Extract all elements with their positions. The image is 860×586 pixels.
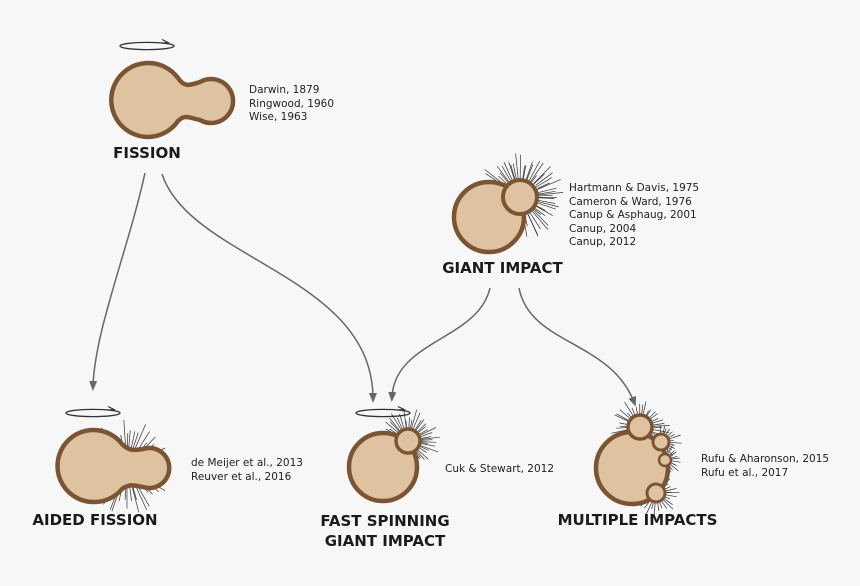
rotation-arrow-icon <box>119 39 175 51</box>
spike-line <box>624 401 635 419</box>
spike-line <box>664 486 671 490</box>
fast-spinning-title: FAST SPINNING GIANT IMPACT <box>305 511 465 551</box>
spike-line <box>614 414 630 423</box>
reference: de Meijer et al., 2013 <box>191 457 303 469</box>
spike-line <box>526 212 538 235</box>
spike-line <box>668 463 679 472</box>
reference: Cameron & Ward, 1976 <box>569 195 692 208</box>
giant-impact-title: GIANT IMPACT <box>425 258 580 278</box>
edge-giant-impact-to-multiple-impacts <box>518 287 636 407</box>
spike-line <box>668 434 681 440</box>
spike-line <box>662 426 666 434</box>
spike-line <box>522 165 525 180</box>
rotation-arrow-icon <box>65 406 121 418</box>
edge-fission-to-fast-spinning <box>161 173 377 403</box>
spike-line <box>396 417 404 431</box>
spike-line <box>529 207 549 230</box>
multiple-impacts-references: Rufu & Aharonson, 2015 Rufu et al., 2017 <box>701 453 829 480</box>
spike-line <box>649 413 658 420</box>
giant-impact-planet-icon <box>451 153 564 255</box>
spike-line <box>515 153 519 182</box>
reference: Canup, 2004 <box>569 222 637 235</box>
spike-line <box>537 182 550 189</box>
fast-spinning-references: Cuk & Stewart, 2012 <box>445 463 554 477</box>
spike-line <box>533 179 561 192</box>
aided-fission-title: AIDED FISSION <box>20 510 170 530</box>
spike-line <box>498 175 508 185</box>
reference: Darwin, 1879 <box>249 84 320 96</box>
title-line: MULTIPLE IMPACTS <box>557 511 718 529</box>
reference: Wise, 1963 <box>249 111 308 124</box>
rotation-arrow-icon <box>355 406 411 418</box>
spike-line <box>538 190 556 195</box>
spike-line <box>496 166 512 185</box>
spike-line <box>533 166 551 184</box>
giant-impact-references: Hartmann & Davis, 1975 Cameron & Ward, 1… <box>569 182 699 250</box>
reference: Ringwood, 1960 <box>249 97 335 110</box>
spike-line <box>664 496 670 500</box>
reference: Cuk & Stewart, 2012 <box>445 463 555 475</box>
spike-line <box>538 197 555 199</box>
title-line: FAST SPINNING <box>320 512 450 530</box>
spike-line <box>531 208 549 226</box>
spike-line <box>419 441 437 443</box>
fast-spinning-planet-icon <box>346 408 440 504</box>
fission-title: FISSION <box>97 143 197 163</box>
reference: Rufu & Aharonson, 2015 <box>701 453 830 465</box>
spike-line <box>611 429 629 434</box>
title-line: AIDED FISSION <box>32 511 158 529</box>
spike-line <box>534 205 553 216</box>
reference: Canup & Asphaug, 2001 <box>569 209 697 222</box>
title-line: GIANT IMPACT <box>442 259 563 277</box>
spike-line <box>420 436 432 439</box>
spike-line <box>419 436 440 440</box>
spike-line <box>525 161 533 182</box>
spike-line <box>653 502 656 517</box>
spike-line <box>533 208 541 215</box>
spike-line <box>412 412 421 431</box>
spike-line <box>535 172 553 186</box>
aided-fission-planet-icon <box>55 419 172 513</box>
edge-fission-to-aided-fission <box>89 172 146 391</box>
multiple-impacts-planet-icon <box>593 401 682 517</box>
spike-line <box>670 460 681 463</box>
fission-references: Darwin, 1879 Ringwood, 1960 Wise, 1963 <box>249 84 334 125</box>
spike-line <box>416 423 427 433</box>
title-line: GIANT IMPACT <box>324 532 446 550</box>
title-line: FISSION <box>113 144 181 162</box>
spike-line <box>667 444 673 455</box>
reference: Canup, 2012 <box>569 236 637 249</box>
multiple-impacts-title: MULTIPLE IMPACTS <box>545 510 730 530</box>
spike-line <box>419 444 439 453</box>
spike-line <box>510 164 516 180</box>
spike-line <box>662 499 674 510</box>
reference: Hartmann & Davis, 1975 <box>569 182 700 194</box>
fission-planet-icon <box>109 60 236 140</box>
reference: Reuver et al., 2016 <box>191 470 292 483</box>
reference: Rufu et al., 2017 <box>701 466 789 479</box>
edge-giant-impact-to-fast-spinning <box>388 287 491 402</box>
spike-line <box>668 442 682 444</box>
aided-fission-references: de Meijer et al., 2013 Reuver et al., 20… <box>191 457 303 484</box>
